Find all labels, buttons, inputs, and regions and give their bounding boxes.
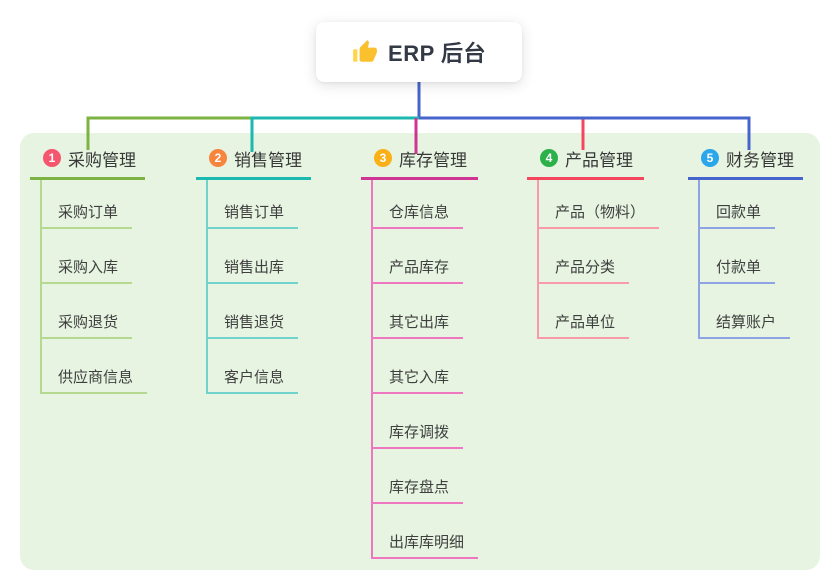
node-product-unit[interactable]: 产品单位 <box>539 284 644 339</box>
branch-finance-children: 回款单 付款单 结算账户 <box>698 180 803 339</box>
node-customer-info[interactable]: 客户信息 <box>208 339 311 394</box>
node-product-category[interactable]: 产品分类 <box>539 229 644 284</box>
root-node-label: ERP 后台 <box>388 41 486 66</box>
node-stock-count[interactable]: 库存盘点 <box>373 449 478 504</box>
node-sales-return[interactable]: 销售退货 <box>208 284 311 339</box>
branch-purchase-header[interactable]: 1 采购管理 <box>30 147 145 180</box>
branch-sales-header[interactable]: 2 销售管理 <box>196 147 311 180</box>
branch-title: 产品管理 <box>565 150 633 170</box>
branch-purchase: 1 采购管理 采购订单 采购入库 采购退货 供应商信息 <box>30 147 148 394</box>
branch-number-badge: 4 <box>540 149 558 167</box>
branch-inventory: 3 库存管理 仓库信息 产品库存 其它出库 其它入库 库存调拨 库存盘点 出库库… <box>361 147 479 559</box>
branch-title: 库存管理 <box>399 150 467 170</box>
branch-sales: 2 销售管理 销售订单 销售出库 销售退货 客户信息 <box>196 147 311 394</box>
node-product-material[interactable]: 产品（物料） <box>539 180 660 229</box>
branch-inventory-header[interactable]: 3 库存管理 <box>361 147 478 180</box>
branch-number-badge: 5 <box>701 149 719 167</box>
branch-product: 4 产品管理 产品（物料） 产品分类 产品单位 <box>527 147 660 339</box>
branch-title: 销售管理 <box>234 150 302 170</box>
node-sales-outbound[interactable]: 销售出库 <box>208 229 311 284</box>
node-collection-receipt[interactable]: 回款单 <box>700 180 803 229</box>
thumbs-up-icon <box>352 39 378 65</box>
node-outbound-detail[interactable]: 出库库明细 <box>373 504 479 559</box>
node-warehouse-info[interactable]: 仓库信息 <box>373 180 478 229</box>
branch-finance: 5 财务管理 回款单 付款单 结算账户 <box>688 147 803 339</box>
branch-panel-background <box>20 133 820 570</box>
branch-title: 采购管理 <box>68 150 136 170</box>
branch-product-header[interactable]: 4 产品管理 <box>527 147 644 180</box>
branch-number-badge: 3 <box>374 149 392 167</box>
node-payment-receipt[interactable]: 付款单 <box>700 229 803 284</box>
branch-finance-header[interactable]: 5 财务管理 <box>688 147 803 180</box>
node-purchase-inbound[interactable]: 采购入库 <box>42 229 145 284</box>
node-sales-order[interactable]: 销售订单 <box>208 180 311 229</box>
node-purchase-order[interactable]: 采购订单 <box>42 180 145 229</box>
node-stock-transfer[interactable]: 库存调拨 <box>373 394 478 449</box>
branch-sales-children: 销售订单 销售出库 销售退货 客户信息 <box>206 180 311 394</box>
node-settlement-account[interactable]: 结算账户 <box>700 284 803 339</box>
branch-inventory-children: 仓库信息 产品库存 其它出库 其它入库 库存调拨 库存盘点 出库库明细 <box>371 180 479 559</box>
branch-purchase-children: 采购订单 采购入库 采购退货 供应商信息 <box>40 180 148 394</box>
node-other-inbound[interactable]: 其它入库 <box>373 339 478 394</box>
node-purchase-return[interactable]: 采购退货 <box>42 284 145 339</box>
branch-product-children: 产品（物料） 产品分类 产品单位 <box>537 180 660 339</box>
branch-number-badge: 2 <box>209 149 227 167</box>
node-other-outbound[interactable]: 其它出库 <box>373 284 478 339</box>
node-supplier-info[interactable]: 供应商信息 <box>42 339 148 394</box>
branch-number-badge: 1 <box>43 149 61 167</box>
node-product-stock[interactable]: 产品库存 <box>373 229 478 284</box>
branch-title: 财务管理 <box>726 150 794 170</box>
root-node-erp[interactable]: ERP 后台 <box>316 22 522 82</box>
